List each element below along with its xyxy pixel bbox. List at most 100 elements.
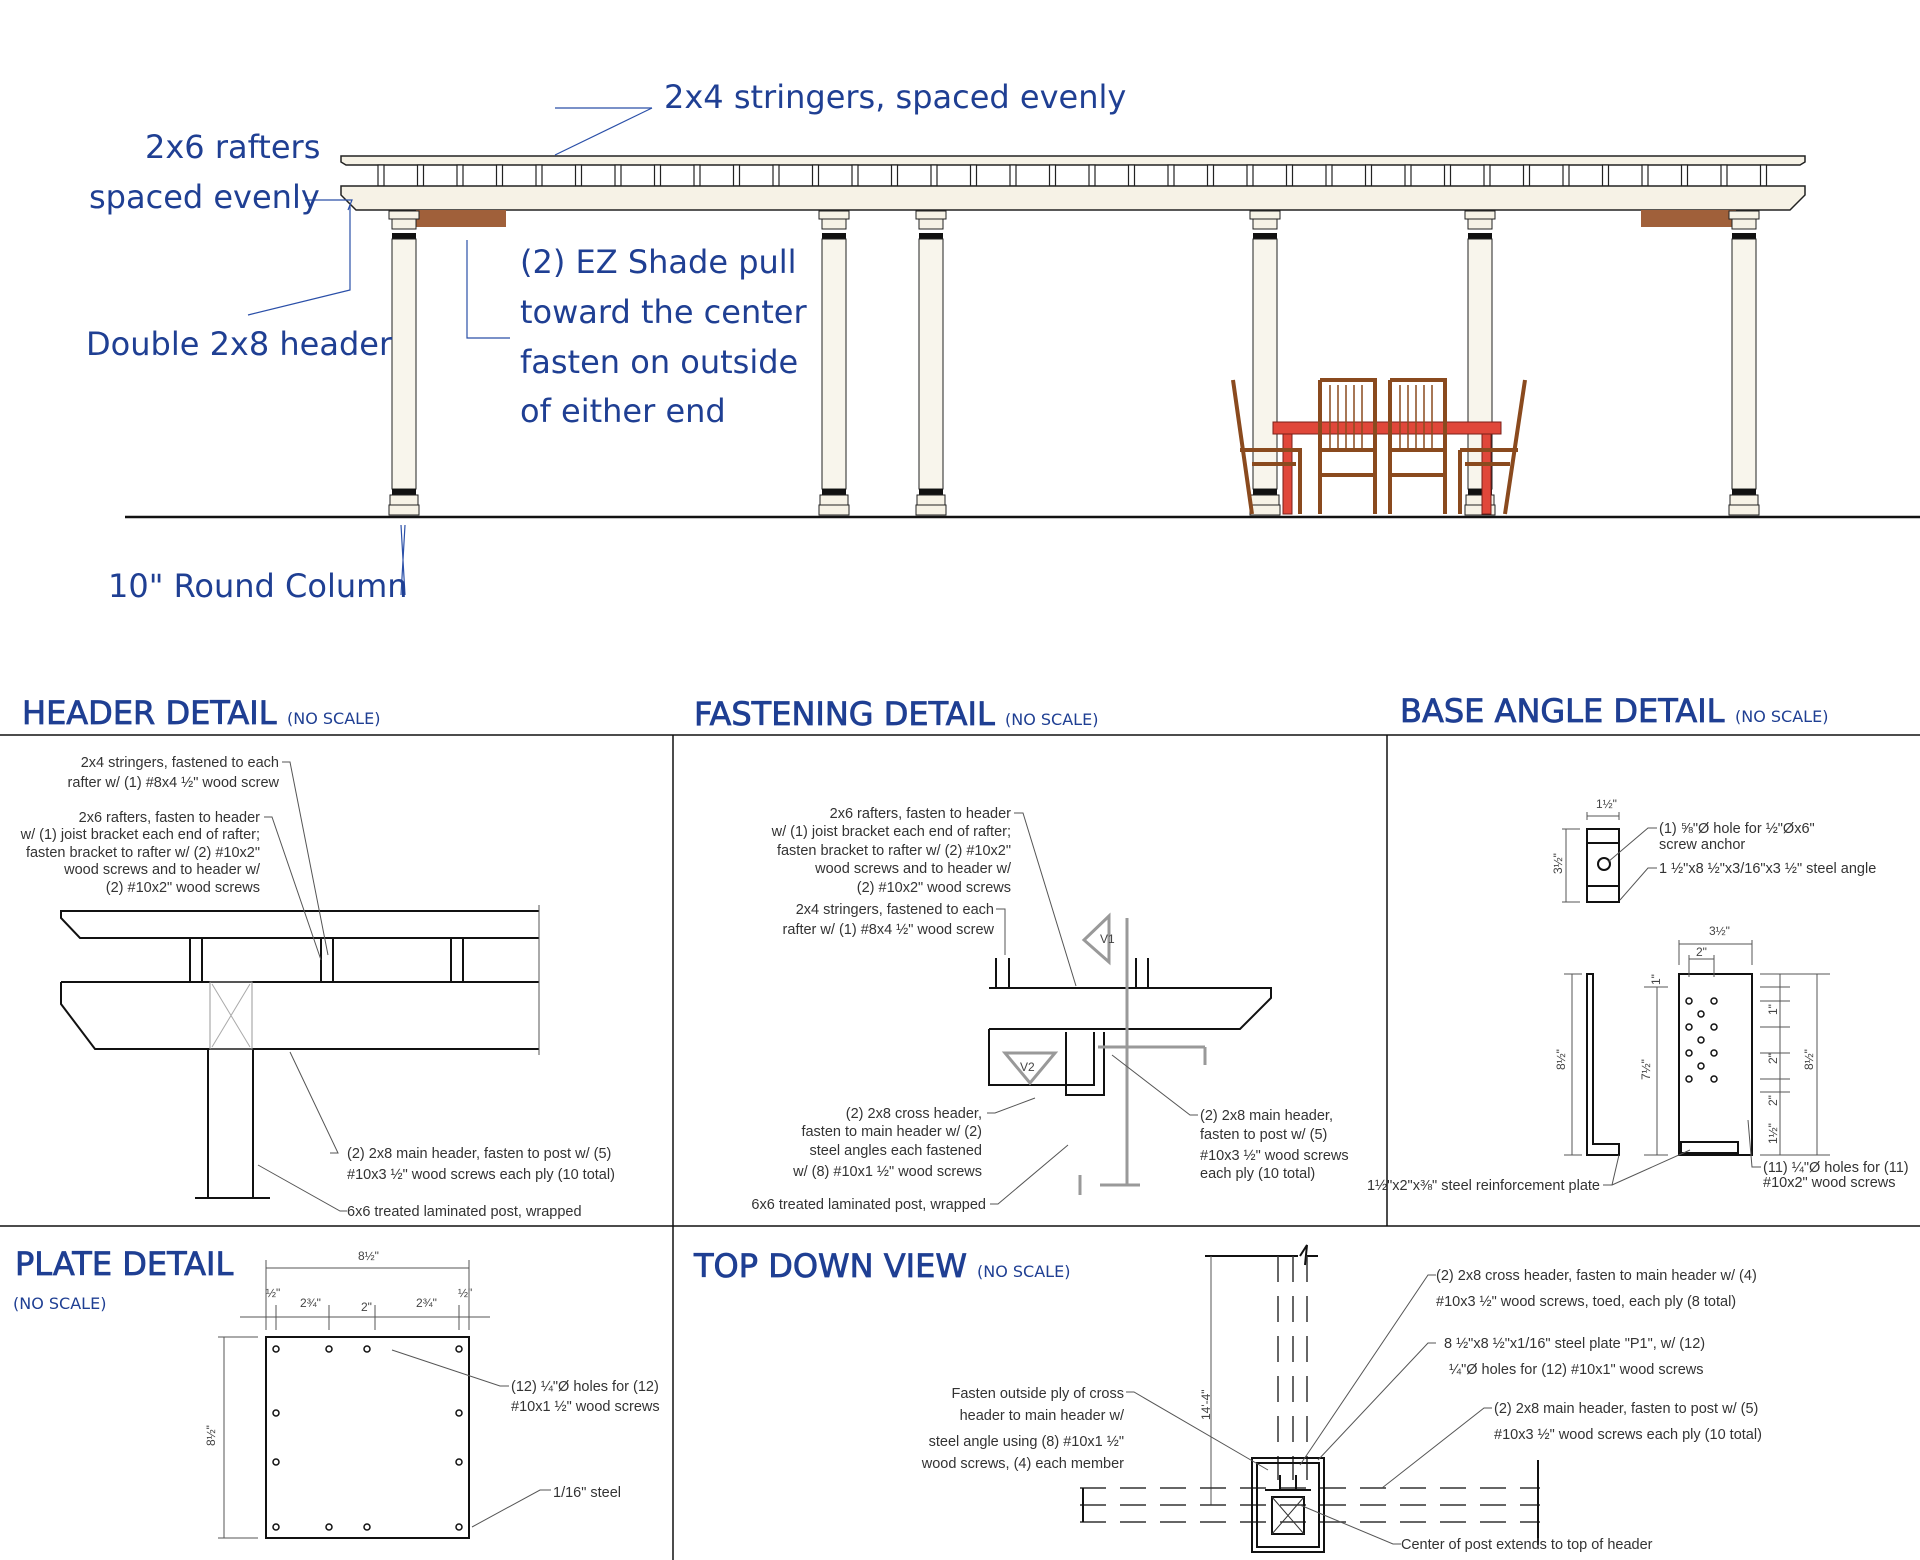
stringers-label: 2x4 stringers, spaced evenly [664,78,1126,116]
ba-holes-note-1: (11) ¼"Ø holes for (11) [1763,1160,1909,1176]
screw-hole [1685,997,1693,1005]
hd-rafters-note-4: wood screws and to header w/ [63,862,261,878]
rafter-end [930,164,938,187]
fd-post-note: 6x6 treated laminated post, wrapped [751,1197,986,1213]
dim-height: 8½" [204,1425,218,1446]
rafter-ends [377,164,1768,187]
rafter-end [1443,164,1452,187]
rafter-end [1522,164,1531,187]
screw-hole [1685,1023,1693,1031]
header-beam [340,185,1806,211]
dim-side-height: 8½" [1554,1049,1568,1070]
dim-edge-left: ½" [266,1286,280,1300]
dim-edge-right: ½" [458,1286,472,1300]
pd-holes-note-2: #10x1 ½" wood screws [511,1399,660,1415]
screw-hole [1710,1023,1718,1031]
rafter-end [614,164,622,187]
rafter-end [772,164,780,187]
rafter-end [1127,164,1136,187]
rafter-end [1285,164,1294,187]
plate-holes [272,1345,463,1531]
rafter-end [693,164,701,187]
round-column [818,210,850,516]
fd-rafters-note-2: w/ (1) joist bracket each end of rafter; [771,824,1011,840]
td-plate-note-2: ¼"Ø holes for (12) #10x1" wood screws [1449,1362,1704,1378]
header-label: Double 2x8 header [86,325,393,363]
dim-top-width: 1½" [1596,797,1617,811]
dim-right-4: 1½" [1766,1123,1780,1144]
round-column [1249,210,1281,516]
base-angle-detail-drawing: 1½" 3½" 3½" 2" 8½" 1" 7½" 1" 2" 2" 1½" 8… [1367,797,1909,1194]
dim-top-offset: 1" [1649,974,1663,985]
hd-rafters-note-3: fasten bracket to rafter w/ (2) #10x2" [26,845,260,861]
screw-hole [272,1458,280,1466]
base-angle-holes [1685,997,1718,1083]
dim-right-1: 1" [1766,1004,1780,1015]
td-cross-note-2: #10x3 ½" wood screws, toed, each ply (8 … [1436,1294,1736,1310]
screw-hole [1685,1075,1693,1083]
column-label: 10" Round Column [108,567,408,605]
rafter-end [1562,164,1570,187]
rafter-end [1206,164,1215,187]
fd-cross-note-1: (2) 2x8 cross header, [846,1106,982,1122]
rafter-end [1404,164,1412,187]
rafters-label-2: spaced evenly [89,178,320,216]
base-angle-detail-scale: (NO SCALE) [1735,707,1828,726]
hd-stringers-note-2: rafter w/ (1) #8x4 ½" wood screw [68,775,280,791]
round-column [915,210,947,516]
dim-right-2: 2" [1766,1053,1780,1064]
dim-gap-1: 2¾" [300,1296,321,1310]
td-main-note-1: (2) 2x8 main header, fasten to post w/ (… [1494,1401,1758,1417]
screw-hole [1697,1036,1705,1044]
dining-set [1231,378,1527,515]
td-cross-note-1: (2) 2x8 cross header, fasten to main hea… [1436,1268,1757,1284]
ba-angle-note: 1 ½"x8 ½"x3/16"x3 ½" steel angle [1659,861,1876,877]
fd-rafters-note-1: 2x6 rafters, fasten to header [830,806,1012,822]
fastening-detail-drawing: V1 V2 2x6 rafters, fasten to header w/ (… [751,806,1348,1213]
dim-width: 3½" [1709,924,1730,938]
ba-holes-note-2: #10x2" wood screws [1763,1175,1896,1191]
hd-rafters-note-1: 2x6 rafters, fasten to header [79,810,261,826]
screw-hole [363,1523,371,1531]
rafter-end [574,164,583,187]
dim-total-width: 8½" [358,1249,379,1263]
screw-hole [272,1523,280,1531]
dim-gap-2: 2" [361,1300,372,1314]
dim-top-height: 3½" [1551,853,1565,874]
screw-hole [455,1458,463,1466]
ba-hole-note-1: (1) ⅝"Ø hole for ½"Øx6" [1659,821,1815,837]
screw-hole [455,1345,463,1353]
ez-shade-right [1641,210,1736,227]
rafter-end [890,164,899,187]
top-down-view-drawing: 14'-4" (2) 2x8 cross header, fasten to m… [921,1244,1762,1553]
hd-main-header-note-1: (2) 2x8 main header, fasten to post w/ (… [347,1146,611,1162]
screw-hole [1710,1049,1718,1057]
dim-span: 14'-4" [1199,1389,1213,1420]
section-frame [0,734,1920,1560]
rafter-end [1088,164,1096,187]
v2-marker: V2 [1020,1060,1035,1074]
screw-hole [325,1345,333,1353]
hd-rafters-note-5: (2) #10x2" wood screws [106,880,260,896]
fd-rafters-note-3: fasten bracket to rafter w/ (2) #10x2" [777,843,1011,859]
fd-stringers-note-2: rafter w/ (1) #8x4 ½" wood screw [783,922,995,938]
td-fasten-note-4: wood screws, (4) each member [921,1456,1124,1472]
shade-label-2: toward the center [520,293,807,331]
td-main-note-2: #10x3 ½" wood screws each ply (10 total) [1494,1427,1762,1443]
fd-rafters-note-5: (2) #10x2" wood screws [857,880,1011,896]
rafter-end [535,164,543,187]
rafter-end [732,164,741,187]
screw-hole [272,1345,280,1353]
rafter-end [1601,164,1610,187]
dim-hole-spacing: 2" [1696,945,1707,959]
base-angle-detail-title: BASE ANGLE DETAIL [1400,692,1725,730]
td-fasten-note-2: header to main header w/ [960,1408,1125,1424]
rafters-label: 2x6 rafters [145,128,320,166]
header-detail-drawing: 2x4 stringers, fastened to each rafter w… [20,755,615,1220]
screw-hole [1685,1049,1693,1057]
rafter-end [1759,164,1768,187]
screw-hole [272,1409,280,1417]
ez-shade-left [416,210,506,227]
rafter-end [1167,164,1175,187]
